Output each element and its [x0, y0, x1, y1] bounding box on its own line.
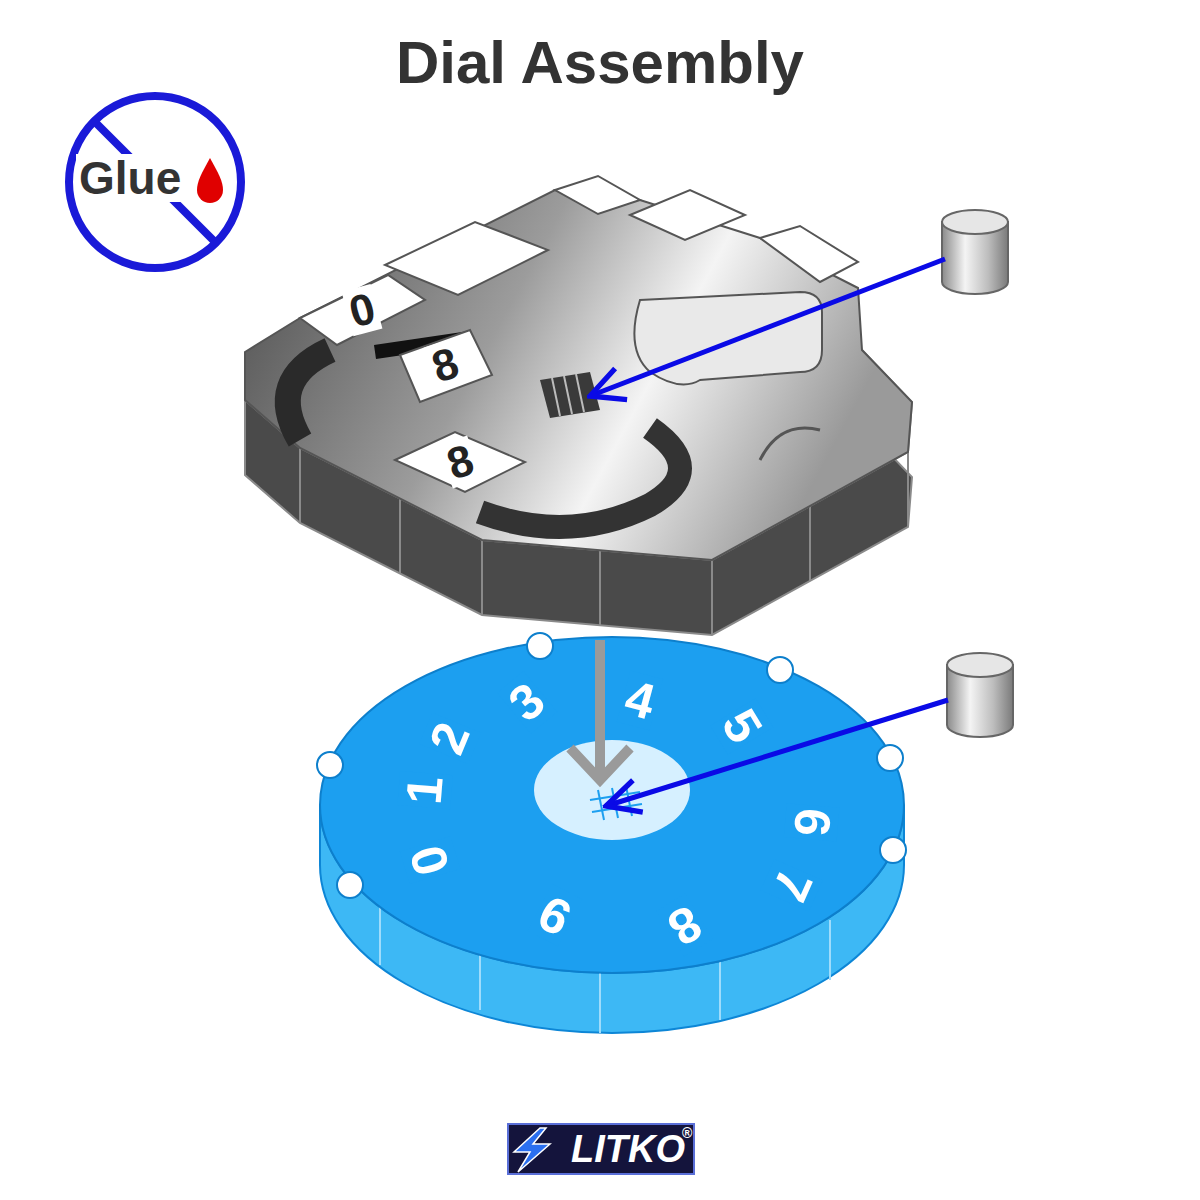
magnet-arrow [606, 700, 948, 806]
prohibited-item: Glue [76, 154, 184, 202]
magnet-arrow [590, 259, 945, 396]
no-glue-sign: Glue [60, 86, 254, 280]
magnet-top [942, 210, 1008, 294]
registered-mark: ® [682, 1126, 692, 1141]
dial-number: 9 [528, 884, 582, 946]
dial-number: 6 [784, 803, 839, 841]
dial-number: 5 [711, 698, 773, 754]
dial-number: 4 [617, 670, 663, 729]
logo-badge [508, 1124, 694, 1174]
number-dial: 0 1 23 45 6 78 9 [315, 630, 915, 1050]
dial-number: 3 [497, 671, 556, 733]
dial-number: 1 [397, 771, 452, 809]
logo-text: LITKO [571, 1130, 685, 1170]
window-number: 0 [342, 284, 383, 337]
dial-housing: 088 [240, 170, 930, 640]
dial-number: 0 [400, 836, 460, 884]
dial-housing-shape [240, 170, 930, 640]
diagram-title: Dial Assembly [396, 31, 804, 94]
dial-number: 7 [761, 859, 823, 911]
window-number: 8 [424, 338, 467, 391]
magnet-bottom [947, 653, 1013, 737]
window-number: 8 [439, 435, 482, 488]
dial-number: 2 [419, 712, 480, 763]
dial-number: 8 [657, 894, 713, 956]
